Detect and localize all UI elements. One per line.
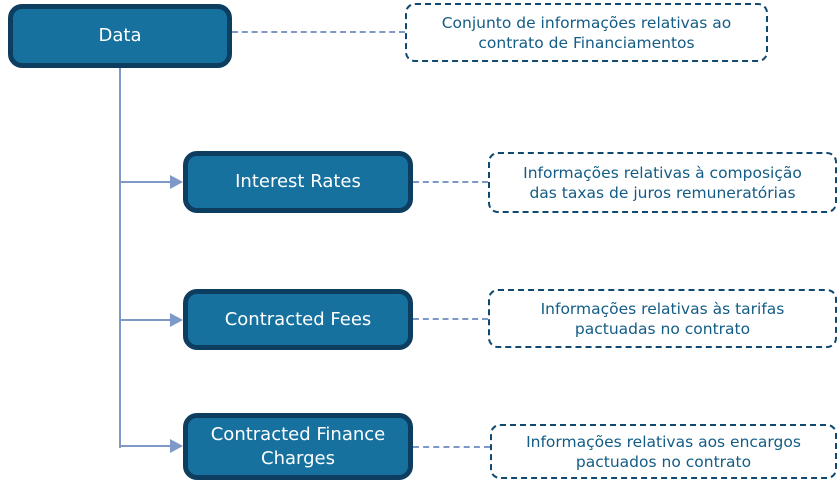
note-interest-rates-line2: das taxas de juros remuneratórias bbox=[529, 183, 796, 202]
note-data: Conjunto de informações relativas ao con… bbox=[405, 3, 768, 62]
arrowhead-contracted-fees bbox=[170, 313, 183, 327]
node-interest-rates-label: Interest Rates bbox=[235, 171, 361, 192]
note-contracted-finance-charges-line1: Informações relativas aos encargos bbox=[526, 432, 801, 451]
note-contracted-finance-charges: Informações relativas aos encargos pactu… bbox=[490, 424, 837, 479]
note-interest-rates-line1: Informações relativas à composição bbox=[523, 163, 802, 182]
note-contracted-fees-line2: pactuadas no contrato bbox=[574, 319, 751, 338]
dash-connector-interest-rates-note bbox=[413, 181, 488, 183]
note-data-line2: contrato de Financiamentos bbox=[478, 33, 695, 52]
dash-connector-data-note bbox=[232, 31, 405, 33]
node-interest-rates: Interest Rates bbox=[183, 151, 413, 213]
node-contracted-finance-charges: Contracted Finance Charges bbox=[183, 413, 413, 480]
note-data-line1: Conjunto de informações relativas ao bbox=[441, 13, 732, 32]
arrowhead-contracted-finance-charges bbox=[170, 439, 183, 453]
tree-trunk-line bbox=[119, 68, 121, 448]
node-contracted-fees: Contracted Fees bbox=[183, 289, 413, 350]
dash-connector-contracted-finance-charges-note bbox=[413, 446, 490, 448]
note-contracted-fees: Informações relativas às tarifas pactuad… bbox=[488, 289, 837, 348]
branch-line-interest-rates bbox=[120, 181, 170, 183]
branch-line-contracted-finance-charges bbox=[120, 445, 170, 447]
arrowhead-interest-rates bbox=[170, 175, 183, 189]
note-contracted-finance-charges-line2: pactuados no contrato bbox=[575, 452, 752, 471]
node-data: Data bbox=[8, 4, 232, 68]
node-contracted-finance-charges-label: Contracted Finance Charges bbox=[210, 423, 386, 469]
node-data-label: Data bbox=[98, 25, 142, 46]
note-contracted-fees-line1: Informações relativas às tarifas bbox=[540, 299, 785, 318]
node-contracted-fees-label: Contracted Fees bbox=[224, 308, 372, 330]
note-interest-rates: Informações relativas à composição das t… bbox=[488, 152, 837, 213]
branch-line-contracted-fees bbox=[120, 319, 170, 321]
dash-connector-contracted-fees-note bbox=[413, 318, 488, 320]
